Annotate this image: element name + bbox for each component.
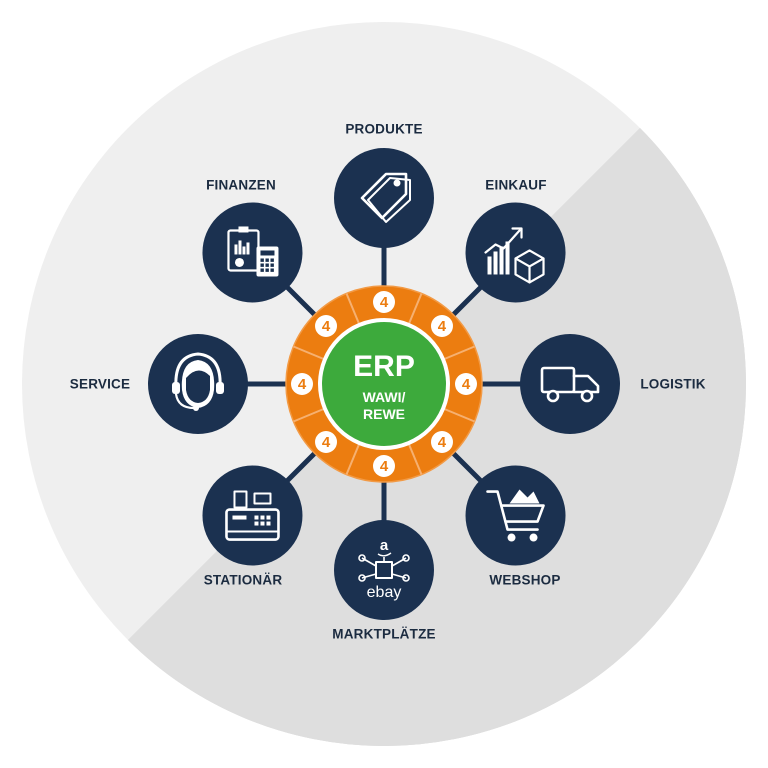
ring-badge: 4 bbox=[315, 430, 338, 453]
ring-badge: 4 bbox=[373, 455, 395, 477]
erp-center: ERP WAWI/ REWE bbox=[318, 318, 450, 450]
ring-divider bbox=[345, 293, 360, 324]
ring-divider bbox=[293, 345, 324, 360]
ring-badge: 4 bbox=[315, 315, 338, 338]
label-produkte: PRODUKTE bbox=[345, 121, 423, 137]
ring-divider bbox=[408, 444, 423, 475]
headset-agent-icon bbox=[172, 352, 224, 411]
delivery-truck-icon bbox=[540, 366, 600, 403]
center-subtitle-line1: WAWI/ bbox=[363, 389, 406, 405]
node-einkauf bbox=[465, 202, 566, 303]
label-einkauf: EINKAUF bbox=[485, 177, 547, 193]
center-subtitle-line2: REWE bbox=[363, 406, 405, 422]
ring-badge-label: 4 bbox=[380, 294, 389, 311]
label-stationaer: STATIONÄR bbox=[203, 572, 283, 588]
ring-badge-label: 4 bbox=[322, 434, 331, 451]
node-webshop bbox=[465, 465, 566, 566]
ebay-logo: ebay bbox=[367, 584, 402, 601]
ring-badge: 4 bbox=[373, 291, 395, 313]
node-stationaer bbox=[202, 465, 303, 566]
growth-chart-boxes-icon bbox=[484, 227, 545, 284]
node-service bbox=[148, 334, 248, 434]
label-webshop: WEBSHOP bbox=[489, 572, 561, 588]
label-marktplaetze: MARKTPLÄTZE bbox=[332, 626, 436, 642]
clipboard-calculator-icon bbox=[227, 226, 279, 277]
label-service: SERVICE bbox=[69, 376, 131, 392]
center-title: ERP bbox=[353, 350, 415, 383]
ring-badge-label: 4 bbox=[462, 376, 471, 393]
amazon-logo: a bbox=[380, 537, 389, 554]
marketplace-network-icon: a ebay bbox=[358, 537, 410, 601]
ring-divider bbox=[293, 408, 324, 423]
shopping-cart-icon bbox=[486, 489, 545, 542]
ring-badge-label: 4 bbox=[438, 434, 447, 451]
ring-badge-label: 4 bbox=[380, 458, 389, 475]
ring-badge: 4 bbox=[430, 430, 453, 453]
node-produkte bbox=[334, 148, 434, 248]
ring-divider bbox=[408, 293, 423, 324]
label-logistik: LOGISTIK bbox=[640, 376, 706, 392]
cash-register-icon bbox=[225, 490, 280, 541]
node-logistik bbox=[520, 334, 620, 434]
label-finanzen: FINANZEN bbox=[206, 177, 276, 193]
ring-badge: 4 bbox=[430, 315, 453, 338]
ring-badge-label: 4 bbox=[438, 318, 447, 335]
node-marktplaetze: a ebay bbox=[334, 520, 434, 620]
ring-divider bbox=[345, 444, 360, 475]
ring-divider bbox=[444, 345, 475, 360]
price-tag-icon bbox=[360, 172, 411, 223]
ring-divider bbox=[444, 408, 475, 423]
ring-badge: 4 bbox=[455, 373, 477, 395]
ring-badge-label: 4 bbox=[322, 318, 331, 335]
node-finanzen bbox=[202, 202, 303, 303]
ring-badge: 4 bbox=[291, 373, 313, 395]
ring-badge-label: 4 bbox=[298, 376, 307, 393]
